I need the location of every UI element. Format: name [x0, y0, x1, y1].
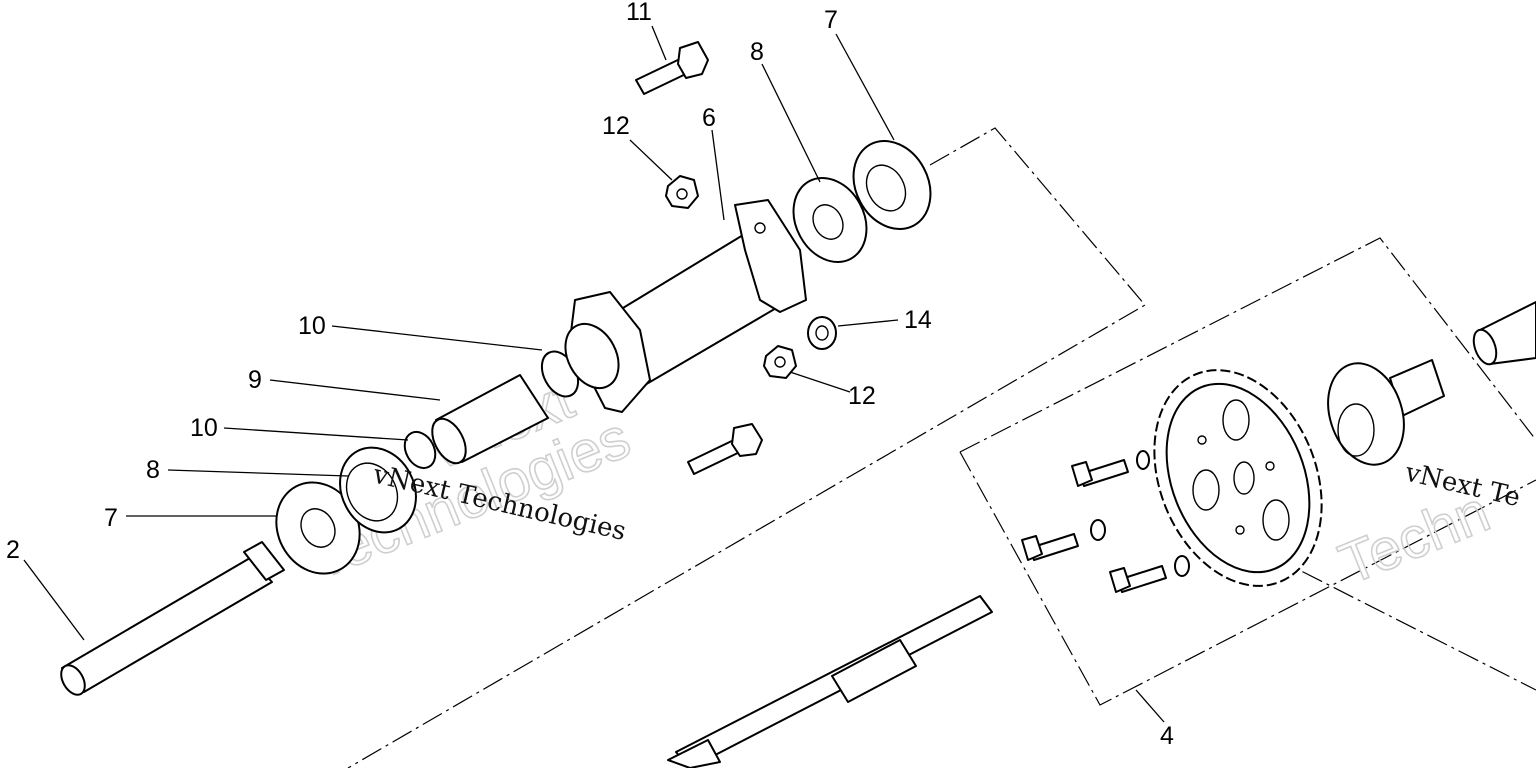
part-7-bushing-upper: [852, 140, 932, 230]
part-14-washer: [807, 316, 837, 350]
middle-bolt: [687, 423, 763, 475]
part-9-sleeve: [431, 374, 549, 465]
leader-lines: [23, 25, 1165, 723]
callout-9: 9: [248, 366, 262, 394]
part-6-housing: [564, 199, 807, 413]
callout-4: 4: [1160, 722, 1174, 750]
part-8-bearing-lower: [339, 446, 417, 534]
part-12-nut-upper: [665, 175, 699, 209]
callout-14: 14: [904, 306, 932, 334]
callout-11: 11: [626, 0, 652, 26]
sprocket-bolts: [1021, 450, 1190, 593]
callouts: 2 7 8 10 9 10 11 12 6 8 7 14 12 4: [6, 0, 1174, 750]
callout-8-lower: 8: [146, 456, 160, 484]
callout-12-lower: 12: [848, 382, 876, 410]
assembly-outline-upper: [347, 127, 1146, 768]
part-12-nut-lower: [763, 345, 797, 379]
part-11-bolt: [635, 41, 709, 95]
part-8-bearing-upper: [792, 176, 868, 264]
callout-7-upper: 7: [824, 6, 838, 34]
callout-7-lower: 7: [104, 504, 118, 532]
tube-right-edge: [1472, 301, 1536, 366]
callout-10-upper: 10: [298, 312, 326, 340]
hub: [1327, 359, 1445, 466]
part-10-ring-lower: [403, 430, 437, 470]
callout-2: 2: [6, 536, 20, 564]
splined-shaft: [667, 595, 993, 768]
callout-6: 6: [702, 104, 716, 132]
callout-12-upper: 12: [602, 112, 630, 140]
callout-8-upper: 8: [750, 38, 764, 66]
part-2-pin: [60, 541, 285, 696]
callout-10-lower: 10: [190, 414, 218, 442]
assembly-outline-sprocket: [959, 237, 1536, 706]
sprocket-assembly: [1153, 369, 1323, 587]
